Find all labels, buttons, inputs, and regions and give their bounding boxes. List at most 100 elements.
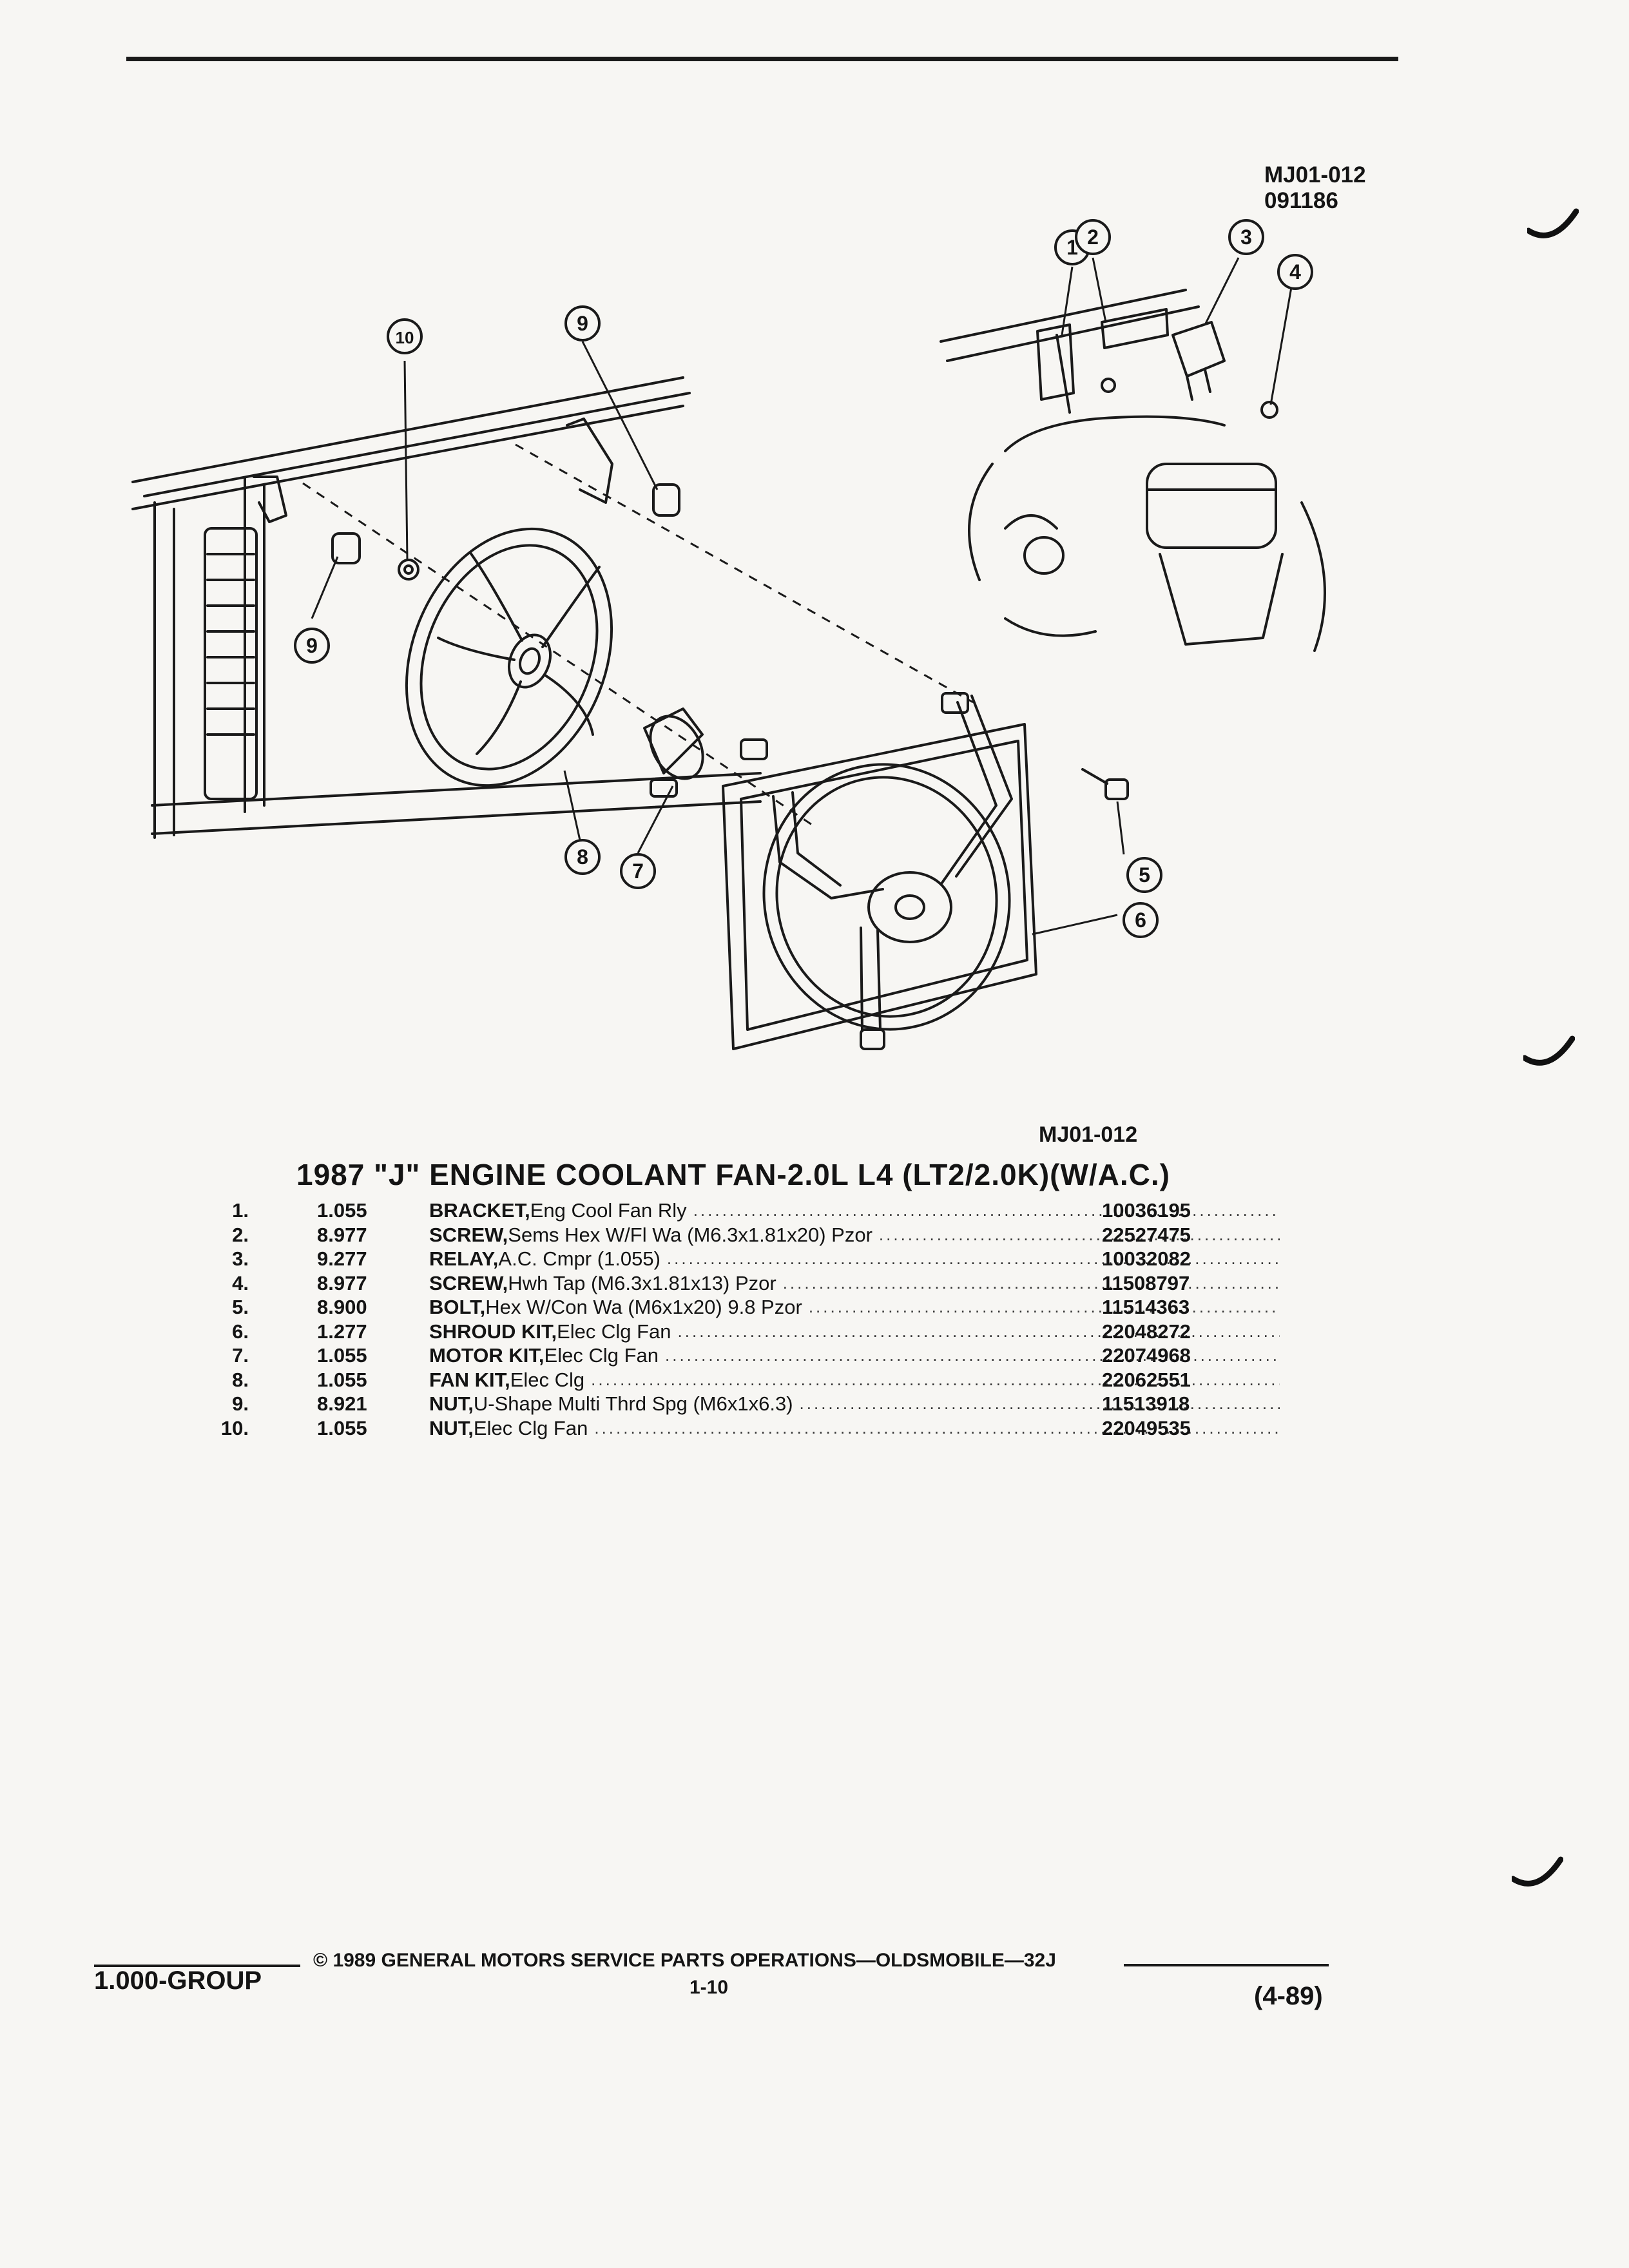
part-name: SCREW, <box>429 1223 508 1246</box>
callout-number: 6 <box>1135 908 1146 932</box>
parts-list-row: 4. 8.977 SCREW,Hwh Tap (M6.3x1.81x13) Pz… <box>210 1271 1280 1296</box>
footer-copyright: © 1989 GENERAL MOTORS SERVICE PARTS OPER… <box>313 1950 1056 1971</box>
part-detail: Elec Clg Fan <box>557 1320 671 1343</box>
part-description: MOTOR KIT,Elec Clg Fan..................… <box>429 1343 1280 1368</box>
part-number: 10032082 <box>1102 1247 1191 1270</box>
part-detail: Elec Clg Fan <box>473 1416 588 1439</box>
item-number: 9. <box>232 1392 249 1415</box>
group-code: 8.921 <box>317 1392 367 1415</box>
part-number: 10036195 <box>1102 1199 1191 1222</box>
exploded-parts-diagram: 12 3 4 5 6 7 8 9 9 10 <box>131 219 1326 1050</box>
part-description: BOLT,Hex W/Con Wa (M6x1x20) 9.8 Pzor....… <box>429 1295 1280 1320</box>
item-number: 3. <box>232 1247 249 1270</box>
callout-5: 5 <box>1126 857 1162 893</box>
part-number: 11514363 <box>1102 1296 1190 1318</box>
callout-8: 8 <box>564 839 601 875</box>
fan-shroud <box>722 692 1037 1050</box>
item-number: 1. <box>232 1199 249 1222</box>
callout-number: 3 <box>1240 226 1252 249</box>
part-detail: Hwh Tap (M6.3x1.81x13) Pzor <box>508 1271 776 1294</box>
item-number: 4. <box>232 1271 249 1294</box>
callout-number: 9 <box>306 634 318 657</box>
margin-check-mark <box>1523 1035 1575 1066</box>
part-description: RELAY,A.C. Cmpr (1.055).................… <box>429 1247 1280 1271</box>
callout-number: 7 <box>632 860 644 883</box>
leader-dots: ........................................… <box>799 1394 1280 1413</box>
parts-list-row: 3. 9.277 RELAY,A.C. Cmpr (1.055)........… <box>210 1247 1280 1271</box>
part-detail: Elec Clg Fan <box>544 1344 659 1367</box>
part-number: 11513918 <box>1102 1392 1190 1415</box>
radiator-support <box>131 376 762 839</box>
group-code: 1.055 <box>317 1199 367 1222</box>
callout-number: 1 <box>1066 236 1078 259</box>
callout-number: 8 <box>577 845 588 869</box>
leader-dots: ........................................… <box>666 1249 1280 1268</box>
part-number: 22062551 <box>1102 1368 1191 1391</box>
item-number: 10. <box>220 1416 249 1439</box>
group-code: 1.055 <box>317 1368 367 1391</box>
part-description: NUT,Elec Clg Fan........................… <box>429 1416 1280 1441</box>
footer-group-label: 1.000-GROUP <box>94 1966 262 1995</box>
top-rule <box>126 57 1398 61</box>
parts-list-row: 7. 1.055 MOTOR KIT,Elec Clg Fan.........… <box>210 1343 1280 1368</box>
reference-code-block: MJ01-012 091186 <box>1264 162 1366 215</box>
callout-9: 9 <box>294 628 330 664</box>
u-nut-left <box>331 532 361 564</box>
item-number: 7. <box>232 1344 249 1367</box>
page-number: 1-10 <box>689 1977 729 1998</box>
reference-code: MJ01-012 <box>1264 162 1366 187</box>
part-name: MOTOR KIT, <box>429 1344 545 1367</box>
leader-dots: ........................................… <box>665 1345 1280 1365</box>
part-detail: U-Shape Multi Thrd Spg (M6x1x6.3) <box>473 1392 793 1415</box>
parts-list-row: 1. 1.055 BRACKET,Eng Cool Fan Rly.......… <box>210 1198 1280 1223</box>
callout-9: 9 <box>564 305 601 341</box>
part-detail: Hex W/Con Wa (M6x1x20) 9.8 Pzor <box>485 1296 802 1318</box>
callout-number: 5 <box>1139 863 1150 887</box>
parts-list-row: 5. 8.900 BOLT,Hex W/Con Wa (M6x1x20) 9.8… <box>210 1295 1280 1320</box>
part-number: 22074968 <box>1102 1344 1191 1367</box>
callout-number: 9 <box>577 312 588 335</box>
reference-date: 091186 <box>1264 188 1338 214</box>
page-title: 1987 "J" ENGINE COOLANT FAN-2.0L L4 (LT2… <box>296 1158 1170 1191</box>
part-number: 22049535 <box>1102 1416 1191 1439</box>
part-detail: Elec Clg <box>510 1368 585 1391</box>
callout-number: 4 <box>1289 260 1301 284</box>
parts-list-row: 9. 8.921 NUT,U-Shape Multi Thrd Spg (M6x… <box>210 1392 1280 1416</box>
item-number: 2. <box>232 1223 249 1246</box>
leader-dots: ........................................… <box>878 1224 1280 1244</box>
callout-4: 4 <box>1277 254 1313 290</box>
leader-dots: ........................................… <box>808 1297 1280 1316</box>
part-name: RELAY, <box>429 1247 499 1270</box>
part-description: NUT,U-Shape Multi Thrd Spg (M6x1x6.3)...… <box>429 1392 1280 1416</box>
callout-number: 2 <box>1087 226 1099 249</box>
part-description: BRACKET,Eng Cool Fan Rly................… <box>429 1198 1280 1223</box>
item-number: 5. <box>232 1296 249 1318</box>
part-name: NUT, <box>429 1416 474 1439</box>
footer-rule-left <box>94 1965 300 1967</box>
part-name: BRACKET, <box>429 1199 530 1222</box>
revision-date: (4-89) <box>1254 1982 1323 2010</box>
callout-number: 10 <box>396 328 414 347</box>
relay-inset-view <box>940 289 1326 652</box>
fan-blade <box>405 527 613 787</box>
leader-dots: ........................................… <box>782 1273 1280 1293</box>
part-name: BOLT, <box>429 1296 486 1318</box>
fan-motor <box>643 707 704 798</box>
group-code: 1.277 <box>317 1320 367 1343</box>
part-name: NUT, <box>429 1392 474 1415</box>
part-name: SCREW, <box>429 1271 508 1294</box>
u-nut-right <box>652 483 680 517</box>
group-code: 1.055 <box>317 1344 367 1367</box>
part-detail: A.C. Cmpr (1.055) <box>498 1247 660 1270</box>
leader-dots: ........................................… <box>594 1418 1280 1437</box>
shroud-bolt <box>1081 768 1129 800</box>
part-description: SHROUD KIT,Elec Clg Fan.................… <box>429 1320 1280 1344</box>
margin-check-mark <box>1512 1856 1563 1887</box>
group-code: 1.055 <box>317 1416 367 1439</box>
group-code: 9.277 <box>317 1247 367 1270</box>
part-number: 22048272 <box>1102 1320 1191 1343</box>
part-detail: Sems Hex W/Fl Wa (M6.3x1.81x20) Pzor <box>508 1223 872 1246</box>
callout-10: 10 <box>387 318 423 354</box>
group-code: 8.977 <box>317 1271 367 1294</box>
